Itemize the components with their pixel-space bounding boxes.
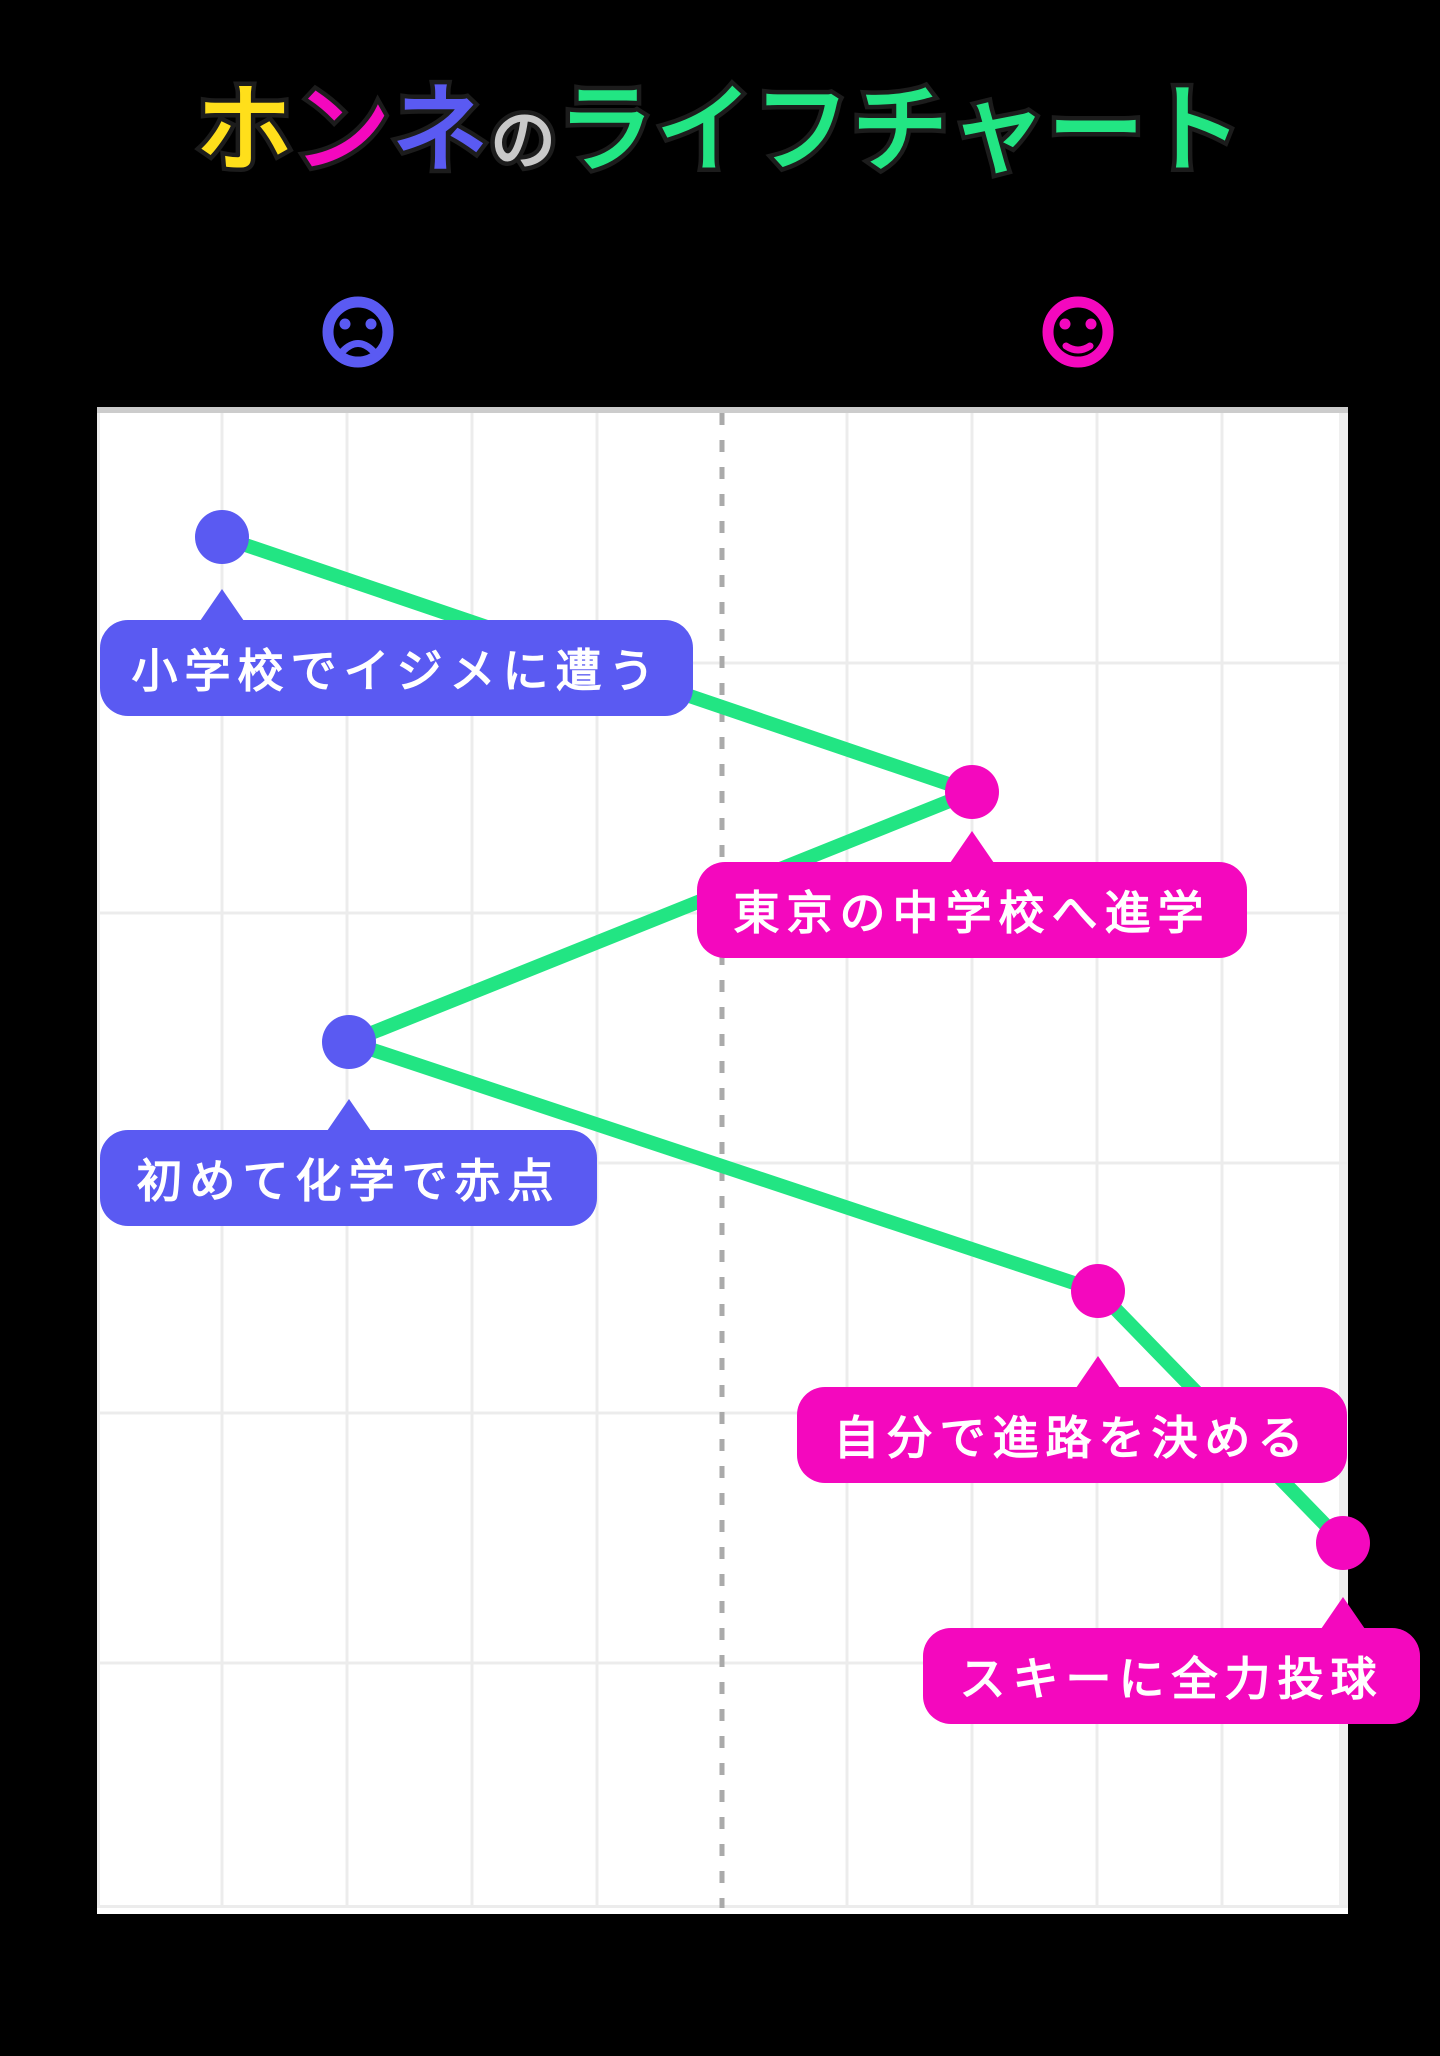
title-char: ネ	[388, 73, 493, 187]
scrollbar-strip	[1339, 413, 1348, 1908]
life-chart-panel: 小学校でイジメに遭う東京の中学校へ進学初めて化学で赤点自分で進路を決めるスキーに…	[97, 407, 1420, 1914]
event-label: スキーに全力投球	[959, 1653, 1384, 1705]
title-char: ト	[1142, 73, 1247, 187]
event-label: 小学校でイジメに遭う	[131, 645, 662, 697]
data-point-2	[945, 765, 999, 819]
event-bubble-4: 自分で進路を決める	[797, 1356, 1347, 1483]
event-label: 自分で進路を決める	[833, 1412, 1311, 1464]
title-char: チ	[848, 73, 953, 187]
data-point-3	[322, 1015, 376, 1069]
smiley-face-icon	[1042, 296, 1114, 368]
event-label: 東京の中学校へ進学	[733, 887, 1211, 939]
event-label: 初めて化学で赤点	[136, 1155, 561, 1207]
title-char: ホ	[192, 73, 297, 187]
page-title: ホンネのライフチャート	[0, 73, 1440, 198]
title-char: の	[486, 99, 561, 180]
sad-face-icon	[322, 296, 394, 368]
title-char: ャ	[946, 73, 1051, 187]
title-char: ラ	[554, 73, 659, 187]
data-point-5	[1316, 1516, 1370, 1570]
title-char: ー	[1044, 73, 1149, 187]
title-char: イ	[652, 73, 757, 187]
data-point-1	[195, 510, 249, 564]
title-char: フ	[750, 73, 855, 187]
data-point-4	[1071, 1264, 1125, 1318]
event-bubble-2: 東京の中学校へ進学	[697, 831, 1247, 958]
title-char: ン	[290, 73, 395, 187]
chart-plot-area: 小学校でイジメに遭う東京の中学校へ進学初めて化学で赤点自分で進路を決めるスキーに…	[97, 413, 1420, 1908]
event-bubble-1: 小学校でイジメに遭う	[100, 589, 693, 716]
event-bubble-3: 初めて化学で赤点	[100, 1099, 597, 1226]
event-bubble-5: スキーに全力投球	[923, 1597, 1420, 1724]
